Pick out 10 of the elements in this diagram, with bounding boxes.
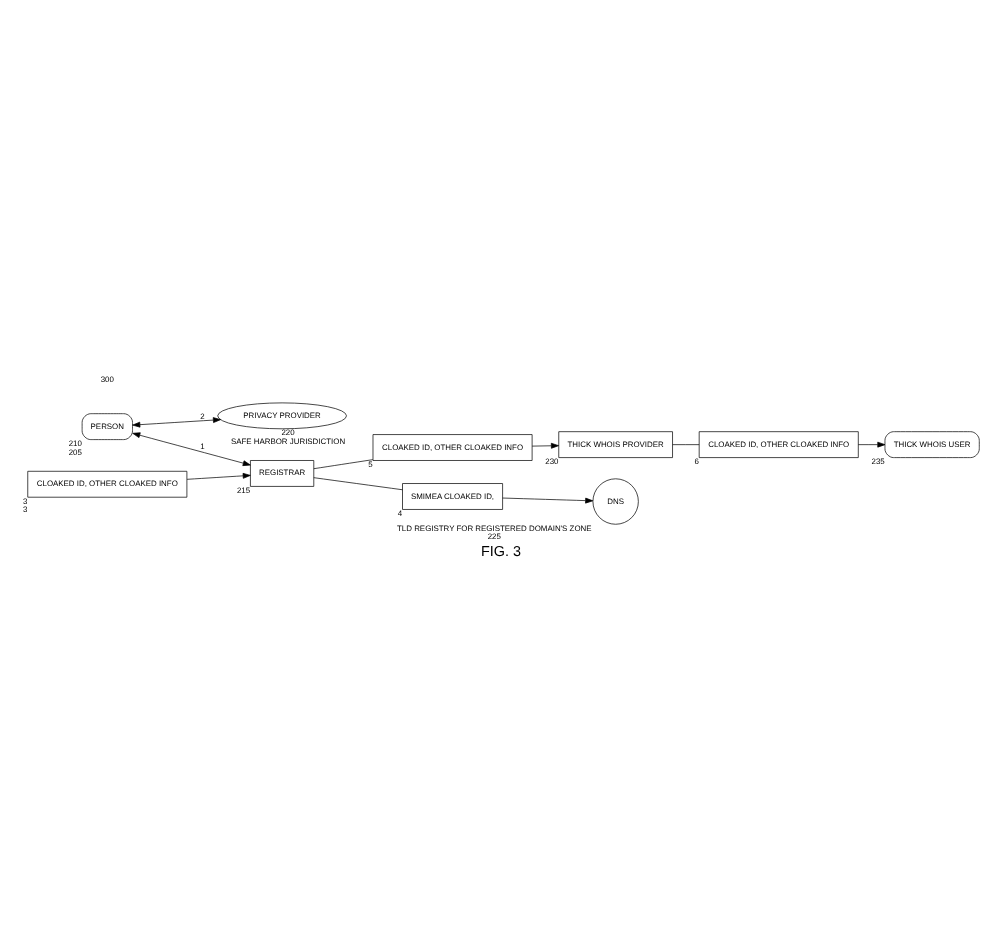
- arrow: [185, 471, 250, 479]
- connector: [671, 443, 699, 444]
- arrow: [501, 496, 593, 503]
- connector: [312, 458, 373, 469]
- arrow: [131, 431, 250, 465]
- arrow: [131, 416, 220, 427]
- caption: FIG. 3: [480, 540, 520, 559]
- connector: [312, 476, 402, 490]
- arrow: [856, 440, 885, 447]
- arrow: [530, 441, 558, 448]
